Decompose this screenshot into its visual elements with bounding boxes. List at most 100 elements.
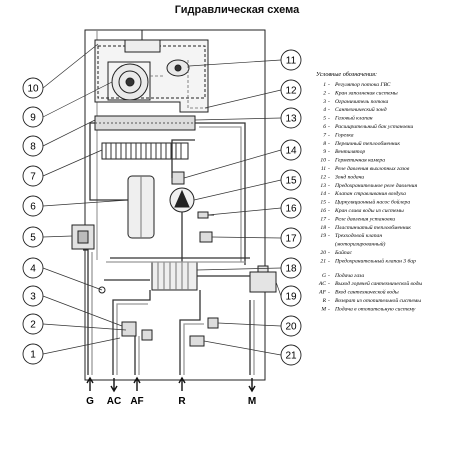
legend-item-number: 20 [320,250,326,256]
air-release-valve [171,171,185,185]
callout-left-number: 10 [27,84,39,95]
callout-leader [42,149,103,177]
legend-item-dash: - [328,90,330,96]
callout-leader [42,267,103,291]
callout-leader [207,207,282,216]
legend-port-text: Выход горячей сантехнической воды [335,280,422,287]
legend-item-text: Кран заполнения системы [334,90,398,96]
legend-port-code: R [322,298,327,304]
port-arrow-icon [178,376,186,391]
legend-item-number: 19 [320,233,326,239]
legend-item-number: 11 [321,166,326,172]
legend-item-number: 4 [323,107,326,113]
callout-left-number: 8 [30,142,36,153]
callout-left-number: 2 [30,320,36,331]
legend-port-text: Вход сантехнической воды [335,289,399,296]
three-way-valve [249,265,277,293]
callout-leader [42,119,96,147]
callout-left-number: 6 [30,202,36,213]
callout-leader [211,236,282,239]
legend-item-number: 12 [320,174,326,180]
legend-item-dash: - [328,250,330,256]
callout-leader [42,43,99,89]
bypass [207,317,219,329]
callout-leader [42,337,121,355]
legend-item-dash: - [328,149,330,155]
callout-leader [275,281,282,297]
callout-right-circle [280,315,302,337]
wiring [150,60,208,109]
legend-item-number: 16 [320,208,326,214]
callout-left-circle [22,165,44,187]
legend-item-number: 5 [323,116,326,122]
legend-item-dash: - [328,82,330,88]
exhaust-pressure-switch [166,59,190,77]
legend-item-number: 6 [323,124,326,130]
callout-leader [203,340,282,356]
legend-heading: Условные обозначения: [316,71,377,78]
callout-right-number: 17 [285,234,297,245]
callout-left-circle [22,195,44,217]
callout-left-circle [22,226,44,248]
callout-leader [204,89,282,109]
legend-item-number: 13 [320,183,326,189]
legend-item-number: 8 [323,141,326,147]
expansion-tank [127,175,155,239]
legend-port-dash: - [328,273,330,279]
callout-leader [188,59,282,67]
legend-item-text: Регулятор потока ГВС [334,82,391,88]
legend-port-dash: - [328,306,330,312]
legend-item-number: 21 [320,258,326,264]
callout-left-circle [22,106,44,128]
callout-leader [42,323,127,331]
legend-item-text: Реле давления установки [334,215,395,222]
callout-right-number: 20 [285,322,297,333]
port-label: AF [130,396,143,407]
legend-item-number: 3 [322,99,326,105]
legend-item-text: Зонд подачи [335,173,364,180]
callout-right-circle [280,107,302,129]
legend-item-text: Ограничитель потока [335,99,389,105]
callout-left-number: 7 [30,172,36,183]
legend-item-text: Предохранительное реле давления [334,182,417,189]
port-arrow-icon [133,376,141,391]
legend-item-dash: - [328,191,330,197]
legend-item-dash: - [328,141,330,147]
legend-item-dash: - [328,258,330,264]
callout-leader [42,295,123,327]
primary-heat-exchanger [94,115,196,131]
callout-right-number: 15 [285,176,297,187]
gas-valve [71,224,95,250]
legend-item-text: Герметичная камера [334,158,385,164]
legend-item-text: Сантехнический зонд [335,106,387,113]
filling-tap [121,321,153,341]
callout-leader [42,81,113,118]
legend-item-number: 14 [320,191,326,197]
legend-port-code: G [322,273,326,279]
diagram-title: Гидравлическая схема [174,4,300,16]
callout-right-circle [280,285,302,307]
legend-item-dash: - [328,200,330,206]
callout-left-circle [22,135,44,157]
callout-right-circle [280,257,302,279]
legend-item-dash: - [328,132,330,138]
callout-right-circle [280,49,302,71]
legend-item-number: 17 [320,216,326,222]
legend-item-text: Клапан стравливания воздуха [334,190,406,197]
fan [107,61,151,101]
legend-port-code: M [320,306,326,312]
legend-item-dash: - [328,116,330,122]
port-arrow-icon [110,378,118,393]
callout-right-number: 19 [285,292,297,303]
callout-leaders [42,43,282,356]
legend-item-text: (моторизированный) [335,241,386,248]
callout-right-number: 14 [285,146,297,157]
callout-left-circle [22,343,44,365]
callout-right-circle [280,169,302,191]
legend-item-dash: - [328,233,330,239]
callout-leader [42,235,73,238]
legend-item-dash: - [328,174,330,180]
legend-item-number: 18 [320,225,326,231]
